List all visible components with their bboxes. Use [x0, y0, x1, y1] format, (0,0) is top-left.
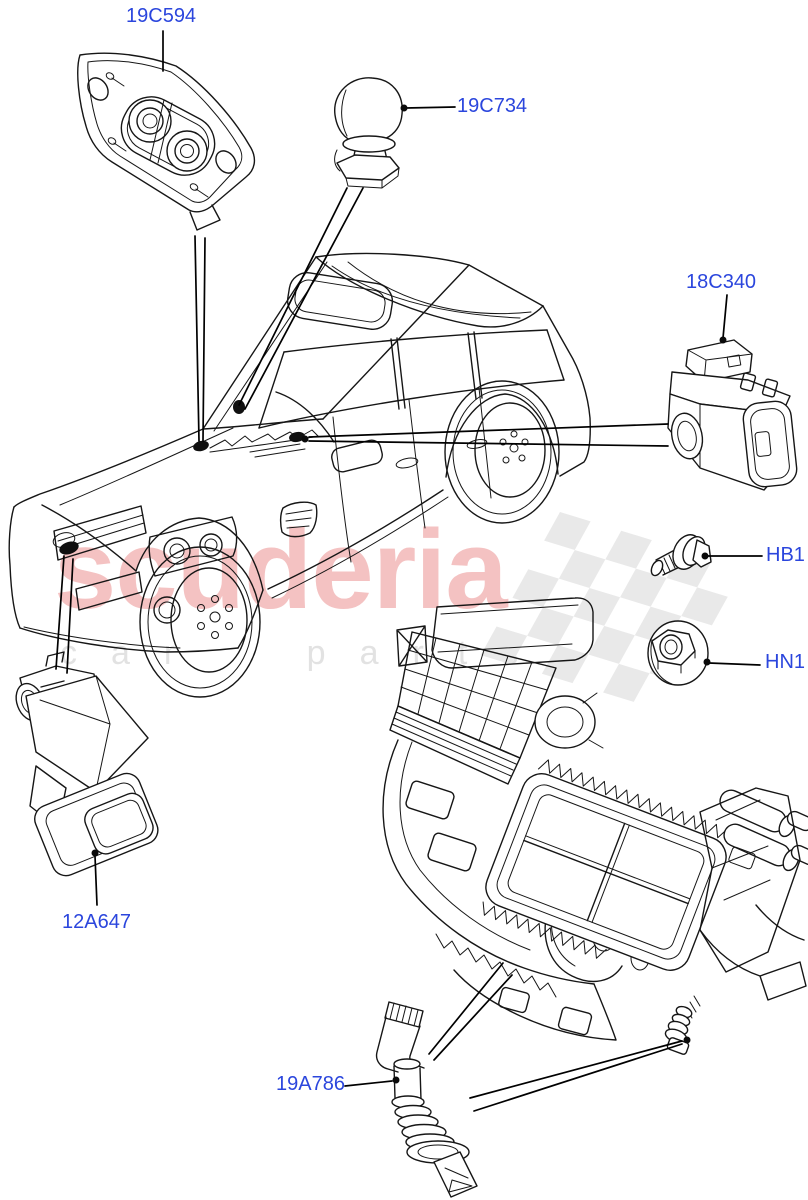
part-label-19C734[interactable]: 19C734: [457, 95, 528, 117]
drain-spigot: [664, 995, 701, 1055]
part-drawing-19A786: [375, 1001, 478, 1198]
hvac-assembly-drawing: [382, 597, 808, 1055]
hardware-drawing-HB1: [650, 534, 712, 577]
leader-12A647-to-bumper: [55, 555, 74, 674]
part-label-12A647[interactable]: 12A647: [62, 911, 131, 933]
part-label-HN1[interactable]: HN1: [765, 651, 806, 673]
leader-19C594-to-cowl: [194, 235, 206, 442]
part-drawing-19C734: [334, 77, 403, 189]
part-label-HB1[interactable]: HB1: [766, 544, 805, 566]
dash-sensor-mount-point: [233, 400, 245, 414]
part-label-19A786[interactable]: 19A786: [276, 1073, 345, 1095]
part-label-18C340[interactable]: 18C340: [686, 271, 757, 293]
part-label-19C594[interactable]: 19C594: [126, 5, 197, 27]
leader-hose-to-hvac: [428, 962, 513, 1061]
cowl-mount-point-2: [289, 431, 305, 443]
hardware-drawing-HN1: [647, 620, 709, 686]
part-drawing-12A647: [15, 651, 159, 877]
screw-glyphs: [105, 72, 209, 198]
leader-hose-to-drain: [469, 1040, 683, 1112]
leader-18C340-to-cowl: [308, 423, 669, 447]
cowl-mount-point: [193, 440, 209, 452]
leader-19C734-to-cowl: [238, 187, 364, 410]
bumper-mount-point: [59, 541, 79, 555]
part-drawing-18C340: [667, 339, 798, 491]
leader-18C340: [722, 294, 728, 339]
leader-19C734: [405, 106, 456, 109]
leader-19A786: [344, 1080, 393, 1087]
leader-12A647: [94, 855, 98, 906]
leader-lines: [55, 30, 763, 1112]
watermark-brand: scuderia: [54, 507, 508, 632]
part-drawing-19C594: [77, 52, 256, 231]
leader-HN1: [708, 662, 761, 666]
